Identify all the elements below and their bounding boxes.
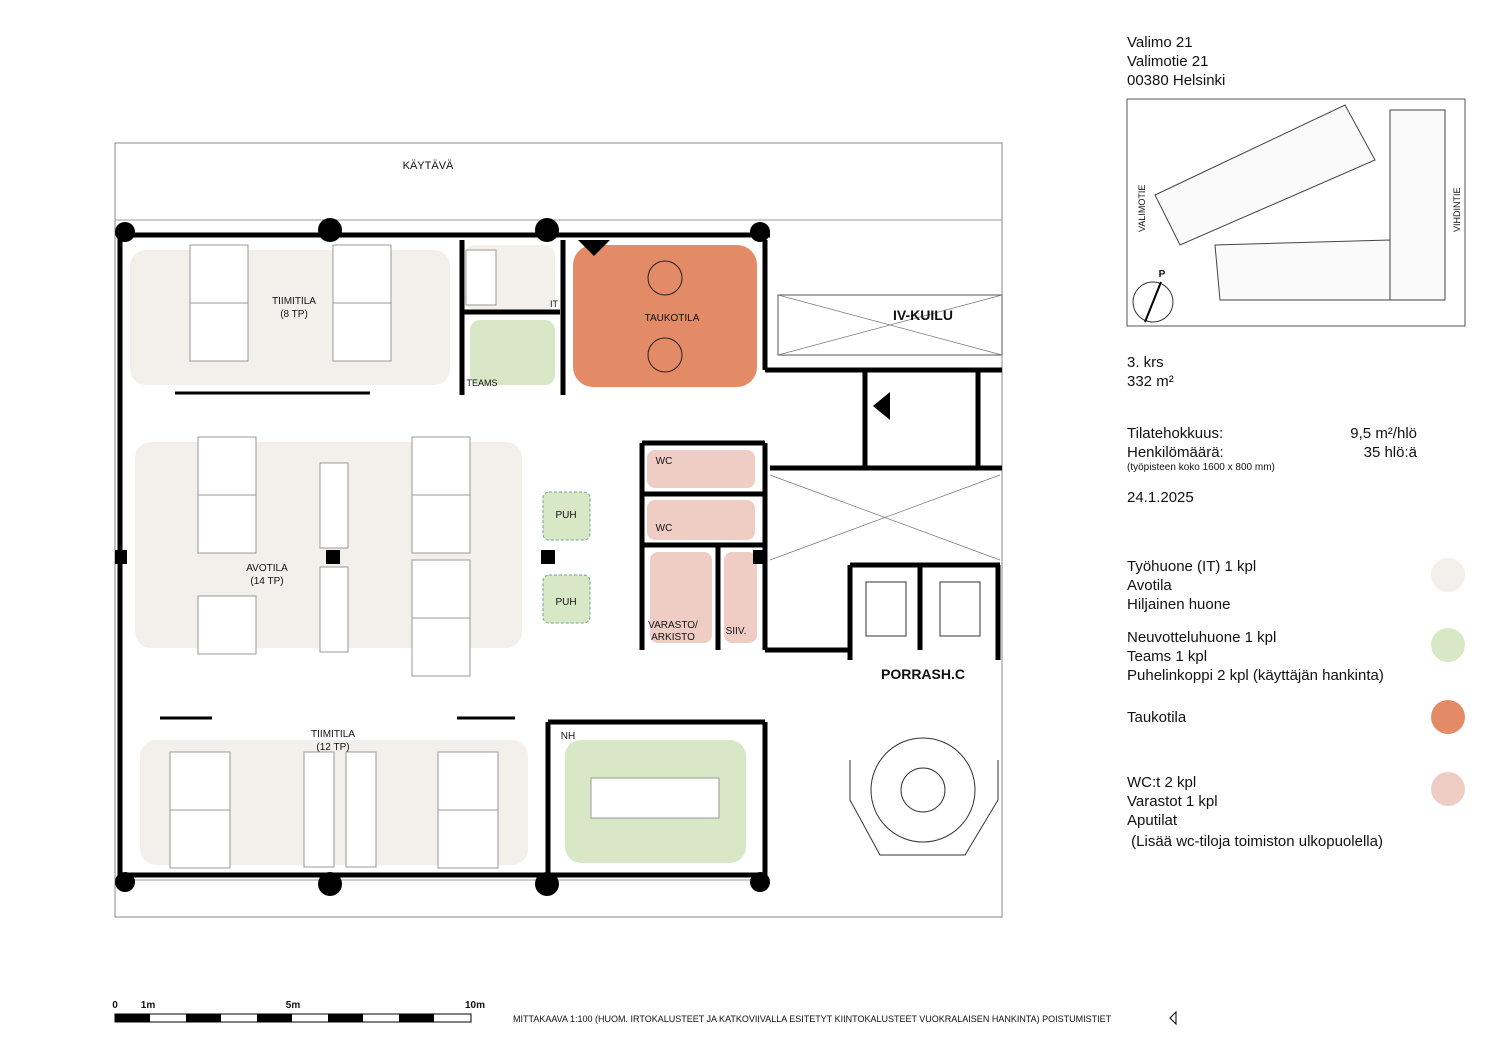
legend-line: Työhuone (IT) 1 kpl <box>1127 558 1257 575</box>
room-wc-2 <box>647 500 755 540</box>
efficiency-value: 9,5 m²/hlö <box>1350 425 1417 442</box>
room-teams <box>470 320 555 385</box>
plan-frame <box>114 142 1003 918</box>
label-storage-1: VARASTO/ <box>648 620 698 631</box>
label-it: IT <box>550 299 559 309</box>
label-puh-1: PUH <box>555 510 576 521</box>
city: 00380 Helsinki <box>1127 72 1226 89</box>
scale-bar <box>114 1013 472 1023</box>
legend-line: WC:t 2 kpl <box>1127 774 1197 791</box>
room-wc-1 <box>647 450 755 488</box>
room-cleaning <box>724 552 757 643</box>
shaft <box>777 294 1003 356</box>
legend-line: Aputilat <box>1127 812 1178 829</box>
legend-line: Taukotila <box>1127 709 1187 726</box>
legend-1: Työhuone (IT) 1 kpl Avotila Hiljainen hu… <box>1127 557 1256 614</box>
label-break: TAUKOTILA <box>645 313 700 324</box>
label-cleaning: SIIV. <box>726 626 747 637</box>
legend-swatch-beige <box>1431 558 1465 592</box>
legend-line: Varastot 1 kpl <box>1127 793 1218 810</box>
label-puh-2: PUH <box>555 597 576 608</box>
exit-marker-icon <box>578 240 610 256</box>
label-storage-2: ARKISTO <box>651 632 695 643</box>
north-arrow-icon <box>1132 281 1174 323</box>
legend-line: Neuvotteluhuone 1 kpl <box>1127 629 1277 646</box>
key-map-street-left: VALIMOTIE <box>1137 185 1147 232</box>
legend-line: Hiljainen huone <box>1127 596 1231 613</box>
label-wc-1: WC <box>656 456 673 467</box>
scale-tick-5: 5m <box>286 1000 301 1011</box>
legend-3: Taukotila <box>1127 708 1186 727</box>
people-value: 35 hlö:ä <box>1363 444 1417 461</box>
label-shaft: IV-KUILU <box>893 307 953 323</box>
scale-tick-1: 1m <box>141 1000 156 1011</box>
legend-line: Teams 1 kpl <box>1127 648 1208 665</box>
label-open-cap: (14 TP) <box>250 576 283 587</box>
label-corridor: KÄYTÄVÄ <box>403 160 454 172</box>
desks <box>169 244 720 869</box>
label-team8: TIIMITILA <box>272 296 316 307</box>
scale-tick-0: 0 <box>112 1000 118 1011</box>
legend-swatch-orange <box>1431 700 1465 734</box>
elevator-1 <box>865 581 907 637</box>
people-label: Henkilömäärä: <box>1127 444 1224 461</box>
room-break <box>573 245 757 387</box>
floor-level: 3. krs <box>1127 354 1164 371</box>
label-team12-cap: (12 TP) <box>316 742 349 753</box>
efficiency-label: Tilatehokkuus: <box>1127 425 1224 442</box>
workstation-note: (työpisteen koko 1600 x 800 mm) <box>1127 462 1275 473</box>
elevator-2 <box>939 581 981 637</box>
legend-swatch-pink <box>1431 772 1465 806</box>
floor-area: 332 m² <box>1127 373 1174 390</box>
stair <box>849 737 999 856</box>
legend-line: Avotila <box>1127 577 1172 594</box>
phone-booth-1 <box>542 491 591 541</box>
label-team8-cap: (8 TP) <box>280 309 308 320</box>
scale-note: MITTAKAAVA 1:100 (HUOM. IRTOKALUSTEET JA… <box>513 1014 1112 1024</box>
key-map-building <box>1154 104 1446 301</box>
scale-tick-10: 10m <box>465 1000 485 1011</box>
phone-booth-2 <box>542 574 591 624</box>
label-wc-2: WC <box>656 523 673 534</box>
stats-block: Tilatehokkuus: 9,5 m²/hlö Henkilömäärä: 35… <box>1127 424 1417 507</box>
legend-2: Neuvotteluhuone 1 kpl Teams 1 kpl Puheli… <box>1127 628 1384 685</box>
label-open: AVOTILA <box>246 563 288 574</box>
date: 24.1.2025 <box>1127 489 1194 506</box>
key-map-north: P <box>1159 269 1166 280</box>
label-team12: TIIMITILA <box>311 729 355 740</box>
exit-route-icon <box>1169 1010 1177 1026</box>
exit-marker-icon <box>873 392 890 420</box>
columns <box>115 218 770 896</box>
address-block: Valimo 21 Valimotie 21 00380 Helsinki <box>1127 33 1225 90</box>
legend-line: (Lisää wc-tiloja toimiston ulkopuolella) <box>1127 833 1383 850</box>
room-storage <box>650 552 712 643</box>
label-meeting: NH <box>561 731 575 742</box>
legend-line: Puhelinkoppi 2 kpl (käyttäjän hankinta) <box>1127 667 1384 684</box>
floor-block: 3. krs 332 m² <box>1127 353 1174 391</box>
key-map-street-right: VIHDINTIE <box>1452 187 1462 232</box>
label-teams: TEAMS <box>466 378 497 388</box>
label-stair: PORRASH.C <box>881 666 965 682</box>
street-address: Valimotie 21 <box>1127 53 1209 70</box>
legend-swatch-green <box>1431 628 1465 662</box>
break-tables <box>647 260 683 373</box>
building-name: Valimo 21 <box>1127 34 1193 51</box>
legend-4: WC:t 2 kpl Varastot 1 kpl Aputilat (Lisä… <box>1127 773 1383 851</box>
